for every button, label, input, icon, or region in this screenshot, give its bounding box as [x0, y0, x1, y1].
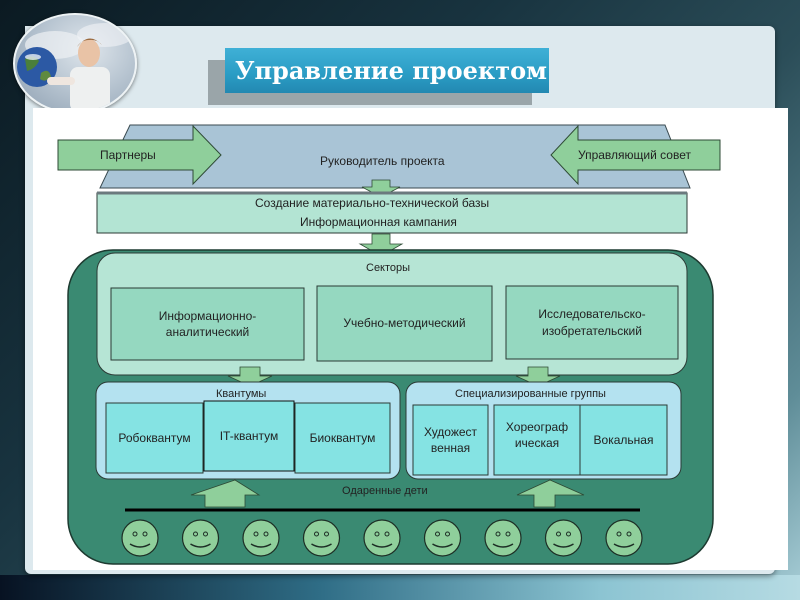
quantums-title: Квантумы — [216, 388, 267, 400]
group-line: Вокальная — [593, 432, 654, 447]
quantum-box — [294, 402, 391, 474]
group-line: Хореограф — [505, 419, 569, 434]
council-label: Управляющий совет — [578, 148, 691, 162]
group-line: ическая — [514, 436, 560, 450]
up-arrow-icon — [190, 479, 261, 508]
group-line: Художест — [423, 424, 478, 439]
partners-label: Партнеры — [100, 148, 156, 162]
sector-line: аналитический — [165, 325, 250, 339]
group-label: Вокальная — [580, 405, 667, 475]
smiley-face-icon — [544, 519, 583, 557]
base-bar — [96, 192, 688, 234]
sector-label: Информационно- аналитический — [111, 288, 304, 360]
sector-box — [110, 287, 305, 361]
smiley-face-icon — [605, 519, 643, 557]
smiley-face-icon — [363, 519, 401, 557]
group-label: Художест венная — [413, 405, 488, 475]
sector-line: Исследовательско- — [538, 307, 646, 322]
group-box — [493, 404, 581, 476]
gifted-label: Одаренные дети — [342, 485, 428, 497]
sector-label: Исследовательско- изобретательский — [506, 286, 678, 359]
sector-box — [505, 285, 679, 360]
quantum-box — [105, 402, 204, 474]
base-line2: Информационная кампания — [300, 215, 457, 229]
group-box — [412, 404, 489, 476]
quantum-label: Биоквантум — [309, 430, 376, 445]
boy-with-globe-illustration — [17, 23, 133, 112]
smiley-face-icon — [484, 519, 522, 557]
partners-arrow — [57, 124, 222, 186]
down-arrow-icon — [515, 366, 561, 387]
smiley-row — [121, 519, 643, 557]
slide-title: Управление проектом — [225, 48, 549, 93]
groups-title: Специализированные группы — [455, 388, 606, 400]
council-arrow — [550, 124, 721, 186]
sectors-title: Секторы — [366, 262, 411, 274]
group-box — [579, 404, 668, 476]
sector-label: Учебно-методический — [317, 286, 492, 361]
group-line: венная — [430, 441, 471, 455]
sector-line: Информационно- — [158, 308, 257, 323]
smiley-face-icon — [121, 519, 159, 557]
boy-with-globe-image — [13, 13, 137, 114]
sector-line: Учебно-методический — [343, 316, 466, 331]
sector-line: изобретательский — [542, 323, 642, 338]
smiley-face-icon — [302, 519, 341, 557]
smiley-face-icon — [242, 519, 280, 557]
smiley-face-icon — [181, 519, 220, 557]
sector-box — [316, 285, 493, 362]
smiley-face-icon — [423, 519, 462, 557]
down-arrow-icon — [227, 366, 273, 387]
background-glow — [0, 575, 800, 600]
quantum-label: Робоквантум — [118, 430, 191, 445]
quantum-box — [203, 400, 295, 472]
leader-label: Руководитель проекта — [320, 154, 445, 168]
quantum-label: IT-квантум — [219, 428, 279, 443]
group-label: Хореограф ическая — [494, 400, 580, 470]
base-line1: Создание материально-технической базы — [255, 196, 490, 210]
up-arrow-icon — [516, 479, 585, 508]
